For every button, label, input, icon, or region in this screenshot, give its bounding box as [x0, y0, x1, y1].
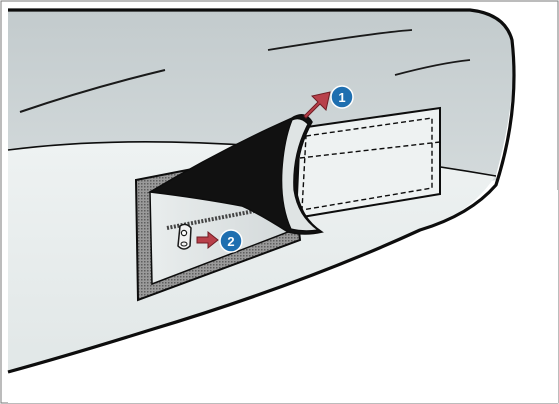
step-2-number: 2	[227, 234, 234, 249]
step-1-number: 1	[338, 90, 345, 105]
step-1-badge: 1	[331, 86, 353, 108]
zipper-pull-icon	[178, 224, 191, 249]
step-2-badge: 2	[220, 230, 242, 252]
